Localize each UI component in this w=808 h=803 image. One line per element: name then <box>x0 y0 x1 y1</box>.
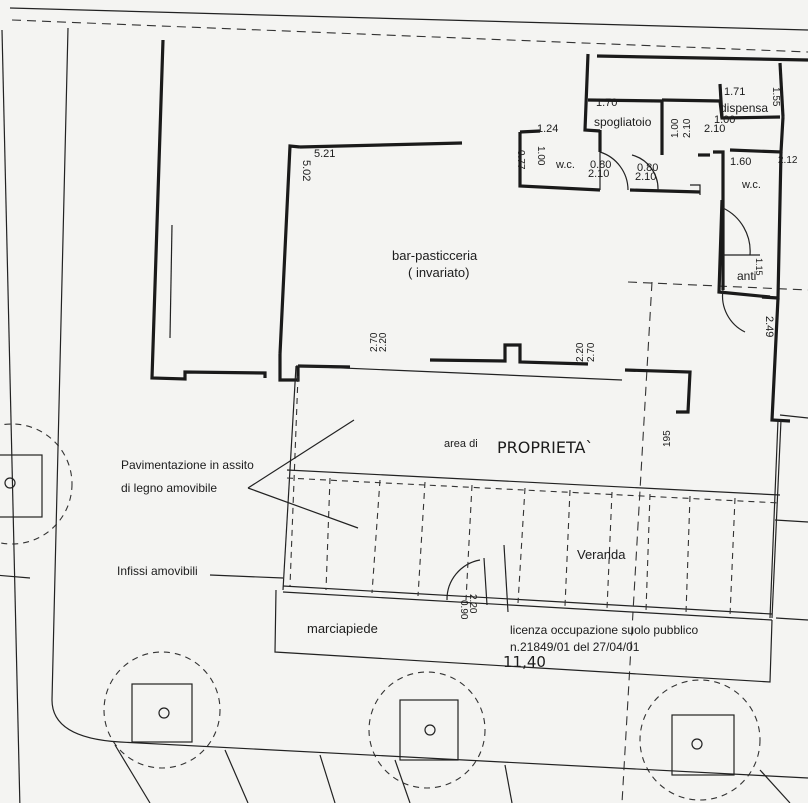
label-wc-1: w.c. <box>555 159 575 171</box>
tree-box-left <box>0 454 43 518</box>
annotation-infissi: Infissi amovibili <box>117 564 198 578</box>
dim-160: 1.60 <box>730 156 751 168</box>
dim-249: 2.49 <box>763 316 775 337</box>
dim-212: 2.12 <box>778 155 798 166</box>
dim-210-a: 2.10 <box>704 123 725 135</box>
dim-220-b: 2.20 <box>575 342 586 362</box>
annotation-pavimentazione-1: Pavimentazione in assito <box>121 458 254 472</box>
tree-canopy-2 <box>368 671 486 789</box>
tree-trunk-1 <box>158 707 170 719</box>
dim-210-b: 2.10 <box>682 118 693 138</box>
dim-080-b: 0.80 <box>637 162 658 174</box>
dim-210-c: 2.10 <box>588 168 609 180</box>
label-bar: bar-pasticceria <box>392 248 478 263</box>
dim-155: 1.55 <box>770 87 781 107</box>
tree-box-1 <box>131 683 193 743</box>
tree-canopy-left <box>0 423 73 545</box>
tree-trunk-left <box>4 477 16 489</box>
annotation-licenza-1: licenza occupazione suolo pubblico <box>510 623 698 637</box>
annotation-pavimentazione-2: di legno amovibile <box>121 481 217 495</box>
doors <box>446 151 760 613</box>
tree-canopy-1 <box>103 651 221 769</box>
label-anti: anti <box>737 269 756 283</box>
label-bar-note: ( invariato) <box>408 265 469 280</box>
dim-1140: 11,40 <box>503 653 546 671</box>
dimension-labels: 5.21 5.02 1.24 1.70 1.71 1.55 1.00 2.10 … <box>300 86 798 671</box>
site-boundary <box>0 7 808 803</box>
dim-100-c: 1.00 <box>535 146 546 166</box>
label-spogliatoio: spogliatoio <box>594 115 652 129</box>
dim-270-a: 2.70 <box>369 332 380 352</box>
dim-100-a: 1.00 <box>714 114 735 126</box>
dim-270-b: 2.70 <box>586 342 597 362</box>
dim-171: 1.71 <box>724 86 745 98</box>
tree-box-2 <box>399 699 459 761</box>
label-marciapiede: marciapiede <box>307 621 378 636</box>
dim-220-a: 2.20 <box>378 332 389 352</box>
tree-box-3 <box>671 714 735 776</box>
dim-090: 0.90 <box>458 600 469 620</box>
leader-lines <box>169 224 359 579</box>
annotation-licenza-2: n.21849/01 del 27/04/01 <box>510 640 640 654</box>
dim-080-a: 0.80 <box>590 159 611 171</box>
veranda-structure <box>274 365 782 683</box>
dim-115: 1.15 <box>754 258 764 276</box>
dim-100-b: 1.00 <box>670 118 681 138</box>
dim-220-c: 2.20 <box>467 594 478 614</box>
street-trees <box>0 423 761 801</box>
label-area-prefix: area di <box>444 438 478 450</box>
building-walls <box>150 39 808 423</box>
dim-502: 5.02 <box>300 160 312 181</box>
dim-077: 0.77 <box>515 150 526 170</box>
tree-trunk-3 <box>691 738 703 750</box>
dim-195: 195 <box>662 430 673 447</box>
dim-170: 1.70 <box>596 97 617 109</box>
dim-124: 1.24 <box>537 123 558 135</box>
dim-210-d: 2.10 <box>635 171 656 183</box>
dim-521: 5.21 <box>314 148 335 160</box>
tree-canopy-3 <box>639 679 761 801</box>
label-veranda: Veranda <box>577 547 626 562</box>
tree-trunk-2 <box>424 724 436 736</box>
label-dispensa: dispensa <box>720 101 768 115</box>
label-area-main: PROPRIETA` <box>497 438 593 457</box>
label-wc-2: w.c. <box>741 179 761 191</box>
